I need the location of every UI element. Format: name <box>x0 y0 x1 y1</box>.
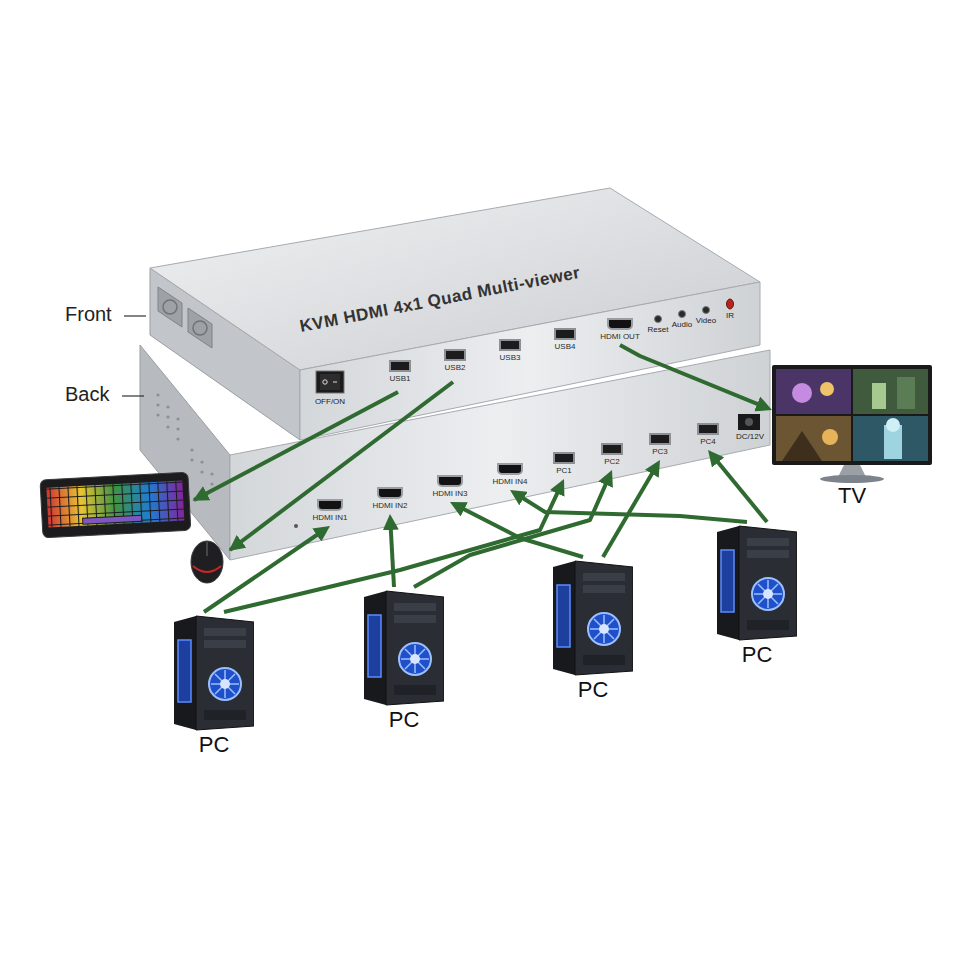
tv-screen-art <box>772 365 932 483</box>
port-socket: USB3 <box>497 338 523 366</box>
pc-label: PC <box>170 732 258 758</box>
usb-port-icon <box>389 360 411 372</box>
device-upper-unit <box>150 188 760 440</box>
port-socket: HDMI IN2 <box>370 486 409 514</box>
connector-cable <box>204 531 323 613</box>
connector-cable <box>603 467 656 557</box>
usb-port-icon <box>499 339 521 351</box>
usb-port-icon <box>601 443 623 455</box>
tv-label: TV <box>772 483 932 509</box>
port-label: HDMI IN3 <box>432 489 467 499</box>
dc-jack <box>738 414 760 430</box>
usb-port-icon <box>553 452 575 464</box>
port-socket: HDMI IN1 <box>310 498 349 526</box>
port-label: DC/12V <box>736 432 764 442</box>
port-socket: HDMI OUT <box>598 317 642 345</box>
port-socket: PC2 <box>599 442 625 470</box>
kvm-device: KVM HDMI 4x1 Quad Multi-viewerUSB1 USB2 US… <box>140 180 780 570</box>
port-socket: USB2 <box>442 348 468 376</box>
pc-label: PC <box>713 642 801 668</box>
port-label: PC2 <box>604 457 620 467</box>
connector-cable <box>390 522 394 587</box>
pc-tower: PC <box>549 557 637 703</box>
connector-cable <box>713 456 767 522</box>
mouse-cable <box>230 382 453 550</box>
usb-port-icon <box>649 433 671 445</box>
connector-cable <box>620 345 765 407</box>
port-socket: HDMI IN3 <box>430 474 469 502</box>
port-label: OFF/ON <box>315 397 345 407</box>
pc-tower-art <box>364 587 444 707</box>
pc-tower: PC <box>170 612 258 758</box>
port-label: USB2 <box>445 363 466 373</box>
mouse <box>191 541 223 583</box>
pc-label: PC <box>360 707 448 733</box>
port-label: HDMI IN4 <box>492 477 527 487</box>
port-label: USB1 <box>390 374 411 384</box>
port-label: PC4 <box>700 437 716 447</box>
port-label: HDMI IN2 <box>372 501 407 511</box>
port-label: Audio <box>672 320 692 330</box>
usb-port-icon <box>444 349 466 361</box>
port-label: PC3 <box>652 447 668 457</box>
device-title: KVM HDMI 4x1 Quad Multi-viewer <box>298 263 582 337</box>
keyboard <box>40 472 191 538</box>
connector-cable <box>517 494 747 522</box>
leader-line <box>124 315 146 316</box>
hdmi-port-icon <box>607 318 633 330</box>
hdmi-port-icon <box>377 487 403 499</box>
port-label: Video <box>696 316 716 326</box>
port-label: HDMI IN1 <box>312 513 347 523</box>
pc-tower-art <box>553 557 633 677</box>
leader-line <box>122 395 144 396</box>
port-socket: PC4 <box>695 422 721 450</box>
pc-tower: PC <box>713 522 801 668</box>
port-label: USB4 <box>555 342 576 352</box>
port-socket: PC1 <box>551 451 577 479</box>
callout-label: Front <box>65 303 112 325</box>
hdmi-port-icon <box>317 499 343 511</box>
callout-label: Back <box>65 383 109 405</box>
port-label: HDMI OUT <box>600 332 640 342</box>
usb-port-icon <box>554 328 576 340</box>
usb-port-icon <box>697 423 719 435</box>
port-label: USB3 <box>500 353 521 363</box>
front-buttons <box>655 299 734 323</box>
port-socket: USB4 <box>552 327 578 355</box>
power-switch <box>316 371 344 393</box>
hdmi-port-icon <box>497 463 523 475</box>
port-socket: USB1 <box>387 359 413 387</box>
port-label: IR <box>726 311 734 321</box>
pc-tower-art <box>717 522 797 642</box>
hdmi-port-icon <box>437 475 463 487</box>
pc-tower-art <box>174 612 254 732</box>
tv-monitor: TV <box>772 365 932 509</box>
pc-label: PC <box>549 677 637 703</box>
port-label: Reset <box>648 325 669 335</box>
port-label: PC1 <box>556 466 572 476</box>
port-socket: HDMI IN4 <box>490 462 529 490</box>
pc-tower: PC <box>360 587 448 733</box>
port-socket: PC3 <box>647 432 673 460</box>
